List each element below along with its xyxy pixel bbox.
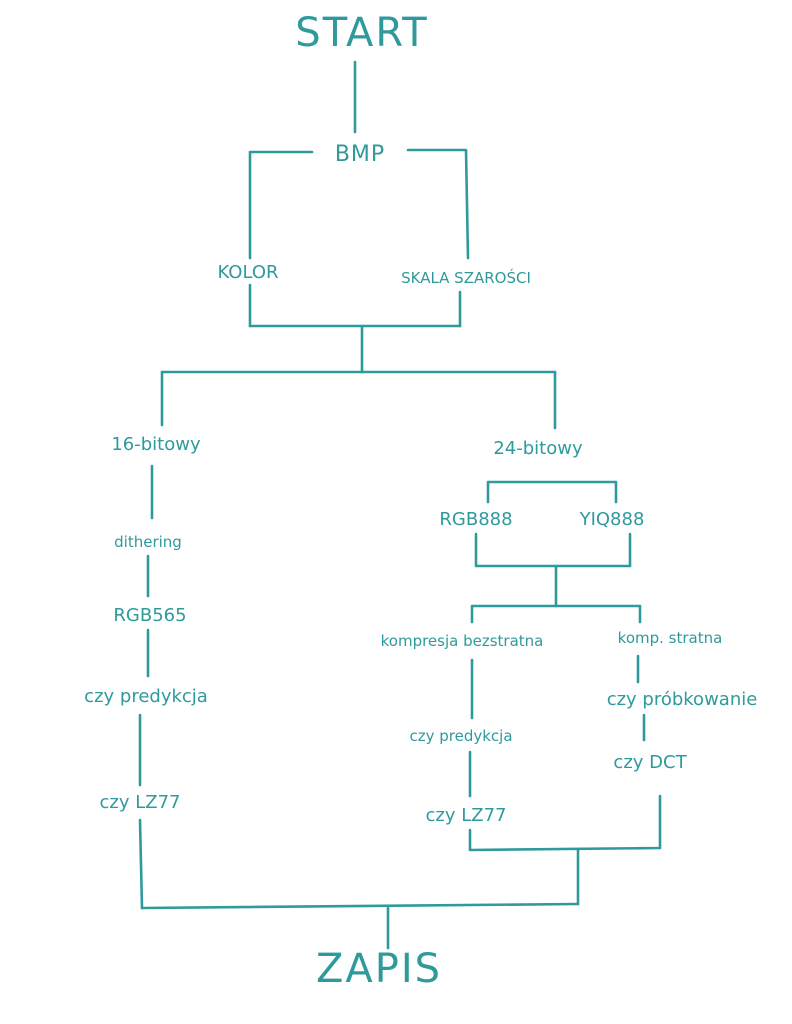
final-merge-line xyxy=(140,902,580,910)
node-rgb565: RGB565 xyxy=(113,605,186,626)
compression-merge-line xyxy=(468,794,662,852)
node-labels: START BMP KOLOR SKALA SZAROŚCI 16-bitowy… xyxy=(84,10,757,992)
bit24-branch-line xyxy=(486,480,618,504)
node-dct: czy DCT xyxy=(613,752,687,773)
bmp-branch-left-line xyxy=(248,150,314,260)
node-kompresja-bezstratna: kompresja bezstratna xyxy=(381,632,544,650)
connectors xyxy=(138,60,662,950)
node-yiq888: YIQ888 xyxy=(579,509,645,530)
node-skala-szarosci: SKALA SZAROŚCI xyxy=(401,268,531,287)
node-predykcja-left: czy predykcja xyxy=(84,686,208,707)
node-lz77-right: czy LZ77 xyxy=(426,805,507,826)
lz77-left-down-line xyxy=(138,818,144,910)
node-rgb888: RGB888 xyxy=(439,509,512,530)
node-kolor: KOLOR xyxy=(217,262,278,283)
node-dithering: dithering xyxy=(114,533,182,551)
color-model-merge-line xyxy=(474,532,632,568)
compression-split-line xyxy=(470,604,642,624)
node-predykcja-right: czy predykcja xyxy=(409,727,512,745)
node-16-bitowy: 16-bitowy xyxy=(111,434,201,455)
node-zapis: ZAPIS xyxy=(316,946,442,992)
node-probkowanie: czy próbkowanie xyxy=(607,689,758,710)
node-komp-stratna: komp. stratna xyxy=(618,629,723,647)
bmp-branch-right-line xyxy=(406,148,470,260)
node-bmp: BMP xyxy=(335,142,385,167)
node-lz77-left: czy LZ77 xyxy=(100,792,181,813)
node-start: START xyxy=(295,10,428,56)
node-24-bitowy: 24-bitowy xyxy=(493,438,583,459)
